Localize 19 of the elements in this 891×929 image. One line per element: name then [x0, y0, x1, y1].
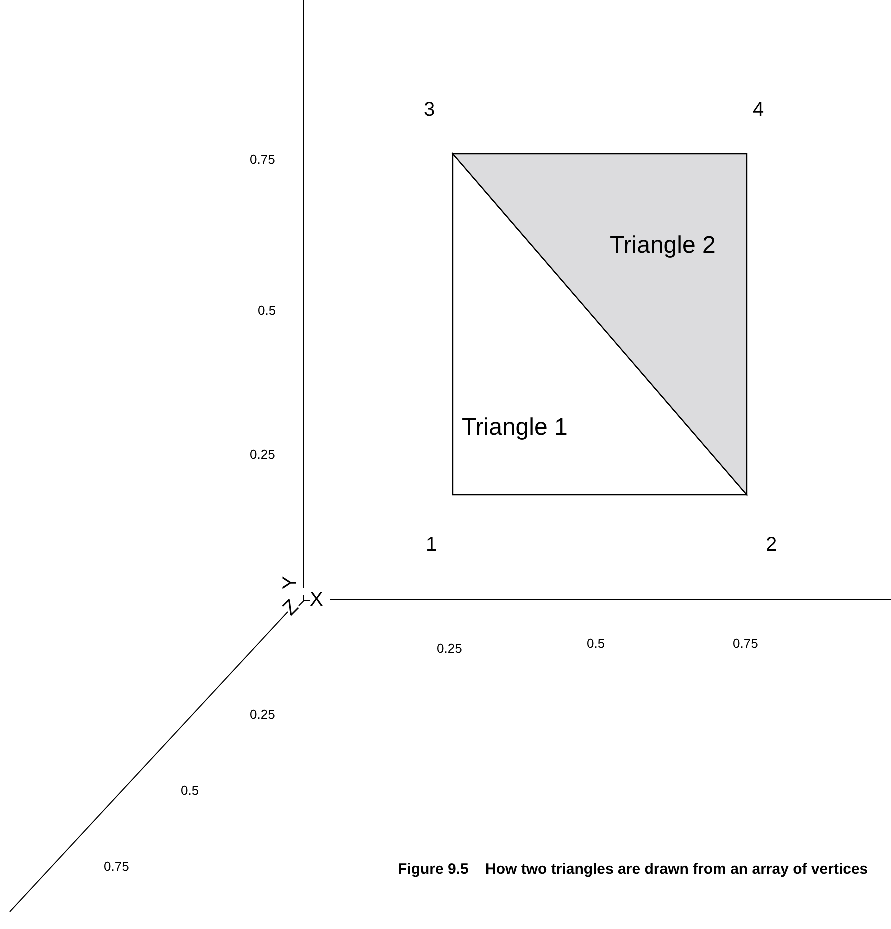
- tick-label: 0.25: [250, 448, 276, 461]
- vertex-number: 4: [753, 100, 764, 120]
- tick-label: 0.75: [104, 860, 130, 873]
- tick-label: 0.25: [250, 708, 276, 721]
- axis-label: Z: [280, 596, 302, 620]
- triangle-label: Triangle 1: [462, 416, 568, 440]
- tick-label: 0.5: [587, 637, 606, 650]
- tick-label: 0.25: [437, 642, 462, 655]
- tick-label: 0.75: [733, 637, 758, 650]
- vertex-number: 2: [766, 535, 778, 555]
- vertex-number: 3: [424, 100, 436, 120]
- triangle-label: Triangle 2: [610, 234, 716, 258]
- tick-label: 0.5: [258, 304, 276, 317]
- tick-label: 0.5: [181, 784, 200, 797]
- figure-caption: Figure 9.5 How two triangles are drawn from an array of vertices: [398, 862, 868, 877]
- axis-label: X: [310, 590, 324, 610]
- axis-label: Y: [280, 576, 301, 590]
- tick-label: 0.75: [250, 153, 276, 166]
- vertex-number: 1: [426, 535, 438, 555]
